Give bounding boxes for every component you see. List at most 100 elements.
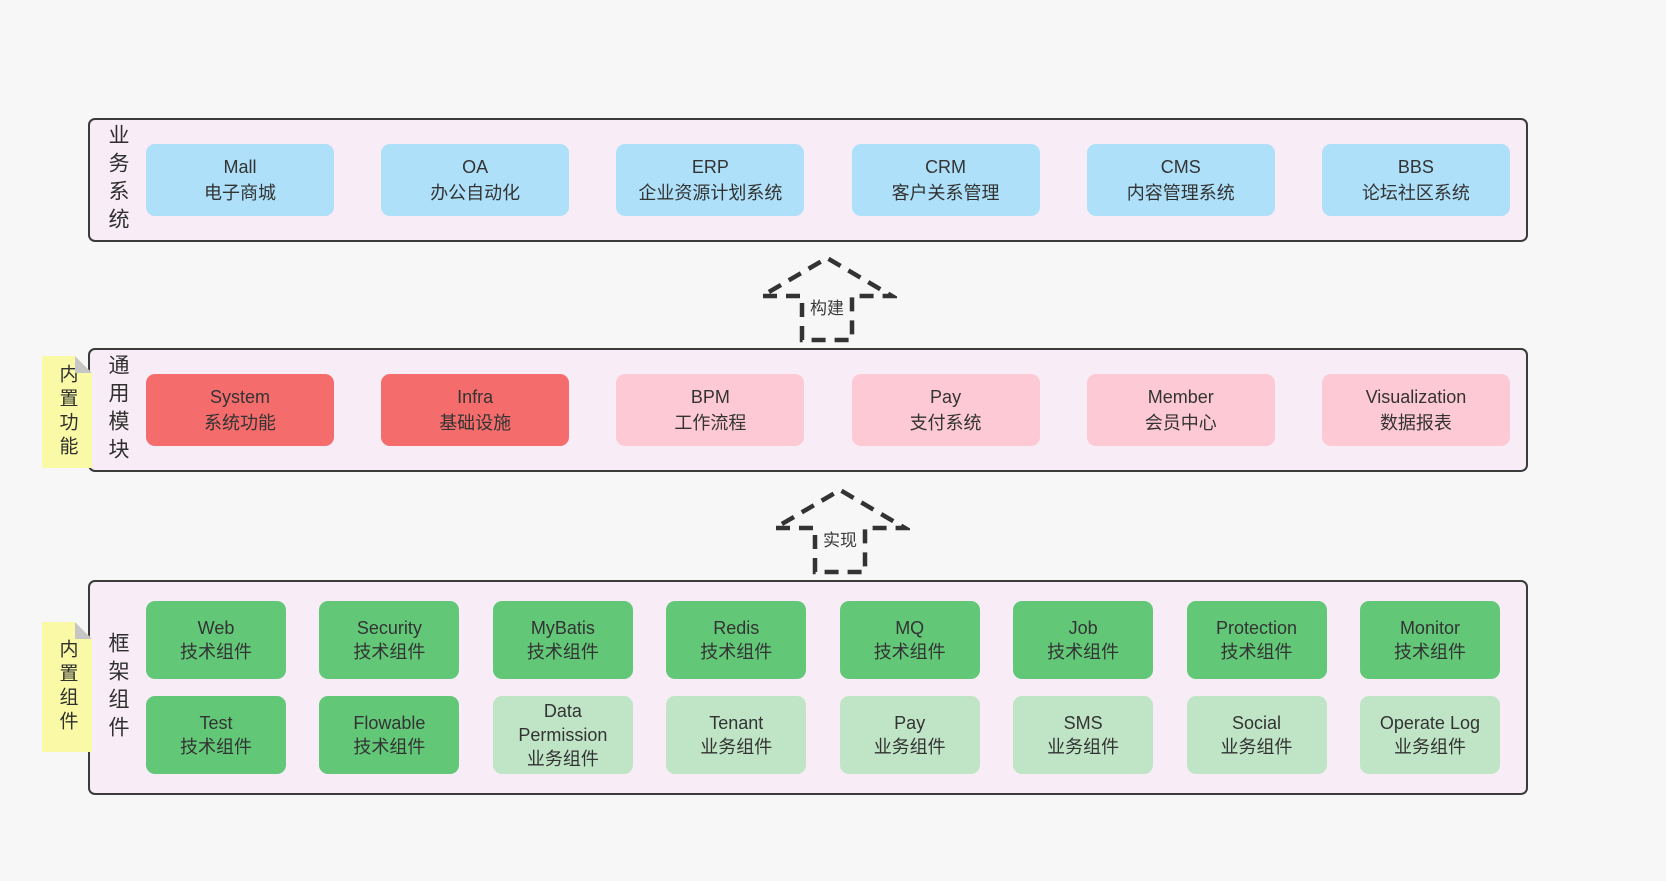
box-mq-desc: 技术组件 [873, 642, 946, 662]
arrow-build: 构建 [757, 254, 897, 344]
box-monitor-desc: 技术组件 [1393, 642, 1466, 662]
box-flowable-name: Flowable [353, 712, 426, 733]
up-arrow-icon [770, 487, 910, 575]
box-mq: MQ 技术组件 [839, 601, 980, 679]
common-modules-box-row: System 系统功能 Infra 基础设施 BPM 工作流程 Pay 支付系统… [146, 350, 1510, 470]
box-infra: Infra 基础设施 [381, 374, 570, 446]
box-mall-name: Mall [223, 156, 257, 177]
box-pay-module-desc: 支付系统 [909, 413, 982, 433]
box-job-desc: 技术组件 [1047, 642, 1120, 662]
box-tenant-name: Tenant [709, 712, 764, 733]
box-system-desc: 系统功能 [204, 413, 276, 433]
box-tenant-desc: 业务组件 [700, 737, 773, 757]
box-test-name: Test [199, 712, 233, 733]
folded-corner-icon [75, 622, 92, 639]
box-infra-name: Infra [457, 386, 494, 407]
box-visualization: Visualization 数据报表 [1321, 374, 1510, 446]
box-oa: OA 办公自动化 [381, 144, 570, 216]
box-sms: SMS 业务组件 [1013, 696, 1154, 774]
box-pay-module-name: Pay [930, 386, 962, 407]
arrow-build-label: 构建 [807, 294, 847, 319]
panel-framework-components: 内置组件 框架组件 Web 技术组件 Security 技术组件 MyBatis… [88, 580, 1528, 795]
box-data-permission: Data Permission 业务组件 [492, 696, 633, 774]
box-social: Social 业务组件 [1186, 696, 1327, 774]
box-visualization-name: Visualization [1365, 386, 1467, 407]
box-oa-desc: 办公自动化 [430, 183, 521, 203]
box-visualization-desc: 数据报表 [1379, 413, 1452, 433]
box-bbs: BBS 论坛社区系统 [1321, 144, 1510, 216]
box-pay-component-desc: 业务组件 [873, 737, 946, 757]
box-erp-desc: 企业资源计划系统 [638, 183, 783, 203]
box-bpm: BPM 工作流程 [616, 374, 805, 446]
box-mybatis-name: MyBatis [530, 617, 595, 638]
box-sms-name: SMS [1063, 712, 1103, 733]
framework-components-row-2: Test 技术组件 Flowable 技术组件 Data Permission … [146, 696, 1500, 774]
box-bpm-desc: 工作流程 [674, 413, 747, 433]
box-oa-name: OA [462, 156, 489, 177]
arrow-implement-label: 实现 [820, 526, 860, 551]
panel-framework-components-label: 框架组件 [106, 631, 129, 744]
box-mybatis-desc: 技术组件 [526, 642, 599, 662]
box-cms-desc: 内容管理系统 [1126, 183, 1235, 203]
box-operate-log-desc: 业务组件 [1393, 737, 1466, 757]
box-erp-name: ERP [691, 156, 729, 177]
box-social-name: Social [1232, 712, 1282, 733]
box-operate-log-name: Operate Log [1379, 712, 1480, 733]
box-member: Member 会员中心 [1086, 374, 1275, 446]
box-crm-name: CRM [925, 156, 967, 177]
box-mybatis: MyBatis 技术组件 [492, 601, 633, 679]
box-monitor: Monitor 技术组件 [1359, 601, 1500, 679]
box-cms: CMS 内容管理系统 [1086, 144, 1275, 216]
tab-built-in-features-label: 内置功能 [56, 364, 78, 460]
box-protection-name: Protection [1216, 617, 1298, 638]
box-protection-desc: 技术组件 [1220, 642, 1293, 662]
box-member-name: Member [1147, 386, 1214, 407]
box-mq-name: MQ [895, 617, 925, 638]
tab-built-in-components: 内置组件 [42, 622, 92, 752]
box-redis-name: Redis [713, 617, 760, 638]
box-cms-name: CMS [1160, 156, 1201, 177]
box-redis: Redis 技术组件 [666, 601, 807, 679]
box-flowable-desc: 技术组件 [353, 737, 426, 757]
box-test-desc: 技术组件 [180, 737, 252, 757]
box-flowable: Flowable 技术组件 [319, 696, 460, 774]
box-web-name: Web [197, 617, 235, 638]
box-data-permission-name: Data Permission [518, 700, 608, 745]
tab-built-in-features: 内置功能 [42, 356, 92, 468]
box-pay-component-name: Pay [894, 712, 926, 733]
box-system: System 系统功能 [146, 374, 334, 446]
panel-business-systems: 业务系统 Mall 电子商城 OA 办公自动化 ERP 企业资源计划系统 CRM… [88, 118, 1528, 242]
folded-corner-icon [75, 356, 92, 373]
box-job-name: Job [1068, 617, 1098, 638]
box-crm: CRM 客户关系管理 [851, 144, 1040, 216]
box-protection: Protection 技术组件 [1186, 601, 1327, 679]
box-bpm-name: BPM [690, 386, 730, 407]
framework-components-grid: Web 技术组件 Security 技术组件 MyBatis 技术组件 Redi… [146, 601, 1500, 774]
up-arrow-icon [757, 255, 897, 343]
box-system-name: System [209, 386, 270, 407]
panel-common-modules-label: 通用模块 [106, 354, 129, 466]
business-systems-box-row: Mall 电子商城 OA 办公自动化 ERP 企业资源计划系统 CRM 客户关系… [146, 120, 1510, 240]
tab-built-in-components-label: 内置组件 [56, 639, 78, 735]
box-security-desc: 技术组件 [353, 642, 426, 662]
panel-business-systems-label: 业务系统 [106, 124, 129, 236]
box-data-permission-desc: 业务组件 [526, 749, 599, 770]
box-tenant: Tenant 业务组件 [666, 696, 807, 774]
box-mall-desc: 电子商城 [204, 183, 276, 203]
box-sms-desc: 业务组件 [1047, 737, 1120, 757]
box-bbs-desc: 论坛社区系统 [1361, 183, 1470, 203]
box-social-desc: 业务组件 [1220, 737, 1293, 757]
box-erp: ERP 企业资源计划系统 [616, 144, 805, 216]
box-pay-component: Pay 业务组件 [839, 696, 980, 774]
panel-common-modules: 内置功能 通用模块 System 系统功能 Infra 基础设施 BPM 工作流… [88, 348, 1528, 472]
box-web: Web 技术组件 [146, 601, 286, 679]
box-security-name: Security [356, 617, 422, 638]
box-operate-log: Operate Log 业务组件 [1359, 696, 1500, 774]
box-bbs-name: BBS [1397, 156, 1434, 177]
box-member-desc: 会员中心 [1144, 413, 1217, 433]
framework-components-row-1: Web 技术组件 Security 技术组件 MyBatis 技术组件 Redi… [146, 601, 1500, 679]
box-redis-desc: 技术组件 [700, 642, 773, 662]
box-security: Security 技术组件 [319, 601, 460, 679]
box-job: Job 技术组件 [1013, 601, 1154, 679]
